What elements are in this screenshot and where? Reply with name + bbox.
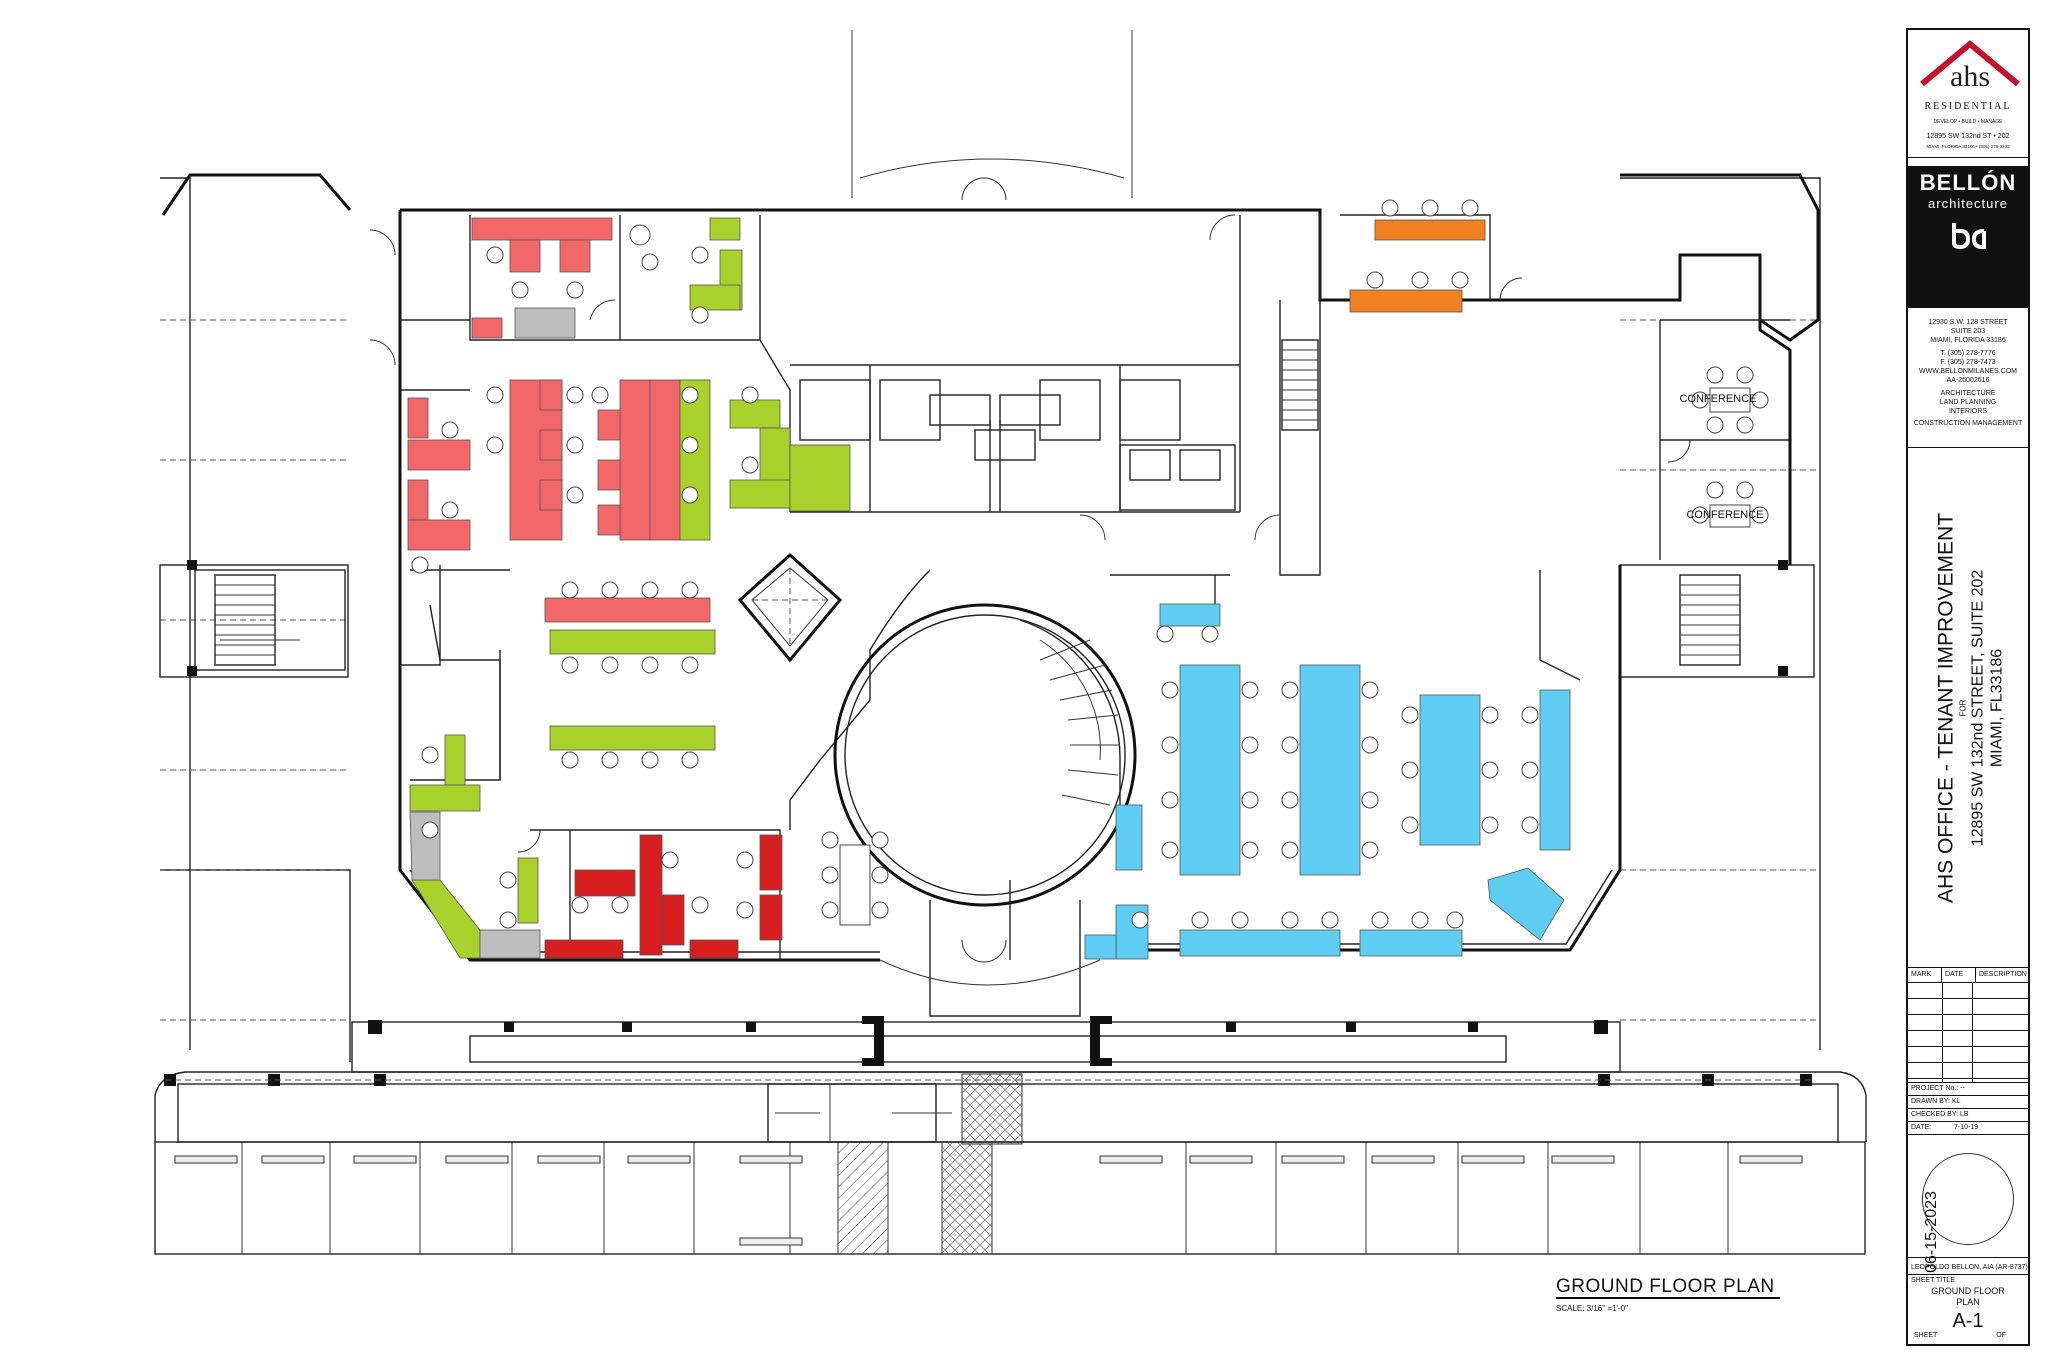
bellon-service-2: LAND PLANNING xyxy=(1939,399,1997,406)
revision-table: MARK DATE DESCRIPTION xyxy=(1908,968,2028,1083)
site-context xyxy=(154,1016,1867,1255)
workstations-red xyxy=(544,834,783,959)
bellon-web: WWW.BELLONMILANES.COM xyxy=(1918,368,2017,375)
conference-label-2: CONFERENCE xyxy=(1686,509,1763,521)
project-info: PROJECT No.: -- DRAWN BY: KL CHECKED BY:… xyxy=(1908,1083,2028,1143)
drawn-by: DRAWN BY: KL xyxy=(1908,1096,2028,1109)
bellon-service-1: ARCHITECTURE xyxy=(1940,390,1996,397)
date-label: DATE: xyxy=(1911,1124,1932,1131)
date-value: 7-10-19 xyxy=(1954,1124,1979,1131)
bellon-ba-icon xyxy=(1952,223,1986,249)
seal-area: 06-15-2023 xyxy=(1908,1143,2028,1273)
ahs-logo-block: ahs RESIDENTIAL DEVELOP • BUILD • MANAGE… xyxy=(1908,30,2028,158)
architect-name: LEOPOLDO BELLON, AIA (AR-8737) xyxy=(1908,1262,2028,1275)
west-stair xyxy=(214,574,300,666)
bellon-contact-block: 12930 S.W. 128 STREET SUITE 203 MIAMI, F… xyxy=(1908,308,2028,448)
conference-label-1: CONFERENCE xyxy=(1679,393,1756,405)
rev-header-mark: MARK xyxy=(1908,968,1942,982)
bellon-address-2: SUITE 203 xyxy=(1950,328,1986,335)
building-shell xyxy=(369,30,1792,1017)
project-title: AHS OFFICE - TENANT IMPROVEMENT xyxy=(1934,512,1958,904)
rev-header-date: DATE xyxy=(1942,968,1976,982)
bellon-sub: architecture xyxy=(1928,196,2008,211)
workstations-lime xyxy=(409,217,851,959)
workstations-orange xyxy=(1349,219,1486,313)
drawing-scale: SCALE: 3/16" =1'-0" xyxy=(1556,1304,1628,1313)
ahs-residential: RESIDENTIAL xyxy=(1924,101,2012,112)
project-no: PROJECT No.: -- xyxy=(1908,1083,2028,1096)
chairs xyxy=(411,199,1769,929)
bellon-address-3: MIAMI, FLORIDA 33186 xyxy=(1930,337,2006,344)
checked-by: CHECKED BY: LB xyxy=(1908,1109,2028,1122)
bellon-fax: F. (305) 278-7473 xyxy=(1940,359,1996,366)
title-block: ahs RESIDENTIAL DEVELOP • BUILD • MANAGE… xyxy=(1906,28,2030,1346)
floor-plan-drawing: CONFERENCE CONFERENCE GROUND FLOOR PLAN … xyxy=(154,30,1867,1313)
east-stair xyxy=(1679,574,1741,666)
parking-stalls xyxy=(174,1142,1803,1254)
rev-header-description: DESCRIPTION xyxy=(1979,971,2027,978)
colonnade-columns xyxy=(164,1016,1812,1086)
drawing-title: GROUND FLOOR PLAN xyxy=(1556,1276,1775,1297)
east-wing xyxy=(1619,173,1821,1050)
ahs-tagline: DEVELOP • BUILD • MANAGE xyxy=(1933,119,2003,125)
of-label: OF xyxy=(1996,1332,2006,1339)
west-wing xyxy=(159,173,352,1062)
bellon-address-1: 12930 S.W. 128 STREET xyxy=(1928,319,2008,326)
bellon-name: BELLÓN xyxy=(1919,170,2017,195)
bellon-logo-block: BELLÓN architecture xyxy=(1908,166,2028,308)
hatched-walkways xyxy=(837,1073,1023,1255)
workstations-salmon xyxy=(407,217,711,623)
sheet-number: A-1 xyxy=(1952,1310,1984,1332)
ahs-roof-logo-icon: ahs xyxy=(1920,40,2020,93)
project-title-block: AHS OFFICE - TENANT IMPROVEMENT FOR 1289… xyxy=(1908,448,2028,968)
bellon-service-4: CONSTRUCTION MANAGEMENT xyxy=(1913,420,2023,427)
sheet-title-label: SHEET TITLE xyxy=(1911,1277,1956,1284)
bellon-license: AA-26002616 xyxy=(1946,377,1990,384)
ahs-logo-text: ahs xyxy=(1950,60,1990,93)
bellon-tel: T. (305) 278-7776 xyxy=(1940,350,1996,357)
project-address-1: 12895 SW 132nd STREET, SUITE 202 xyxy=(1969,569,1987,847)
project-address-2: MIAMI, FL33186 xyxy=(1988,648,2006,768)
seal-circle xyxy=(1922,1153,2014,1245)
sheet-title: GROUND FLOOR PLAN xyxy=(1931,1286,2005,1307)
project-title-rotated: AHS OFFICE - TENANT IMPROVEMENT FOR 1289… xyxy=(1934,468,2007,948)
ahs-address-2: MIAMI, FLORIDA 33186 • (305) 278-3332 xyxy=(1926,144,2010,149)
bellon-service-3: INTERIORS xyxy=(1948,408,1988,415)
ahs-address: 12895 SW 132nd ST • 202 xyxy=(1926,133,2010,140)
rev-grid xyxy=(1908,982,2028,1082)
project-for: FOR xyxy=(1958,699,1968,717)
sheet-label: SHEET xyxy=(1914,1332,1938,1339)
workstations-cyan xyxy=(1084,603,1571,960)
